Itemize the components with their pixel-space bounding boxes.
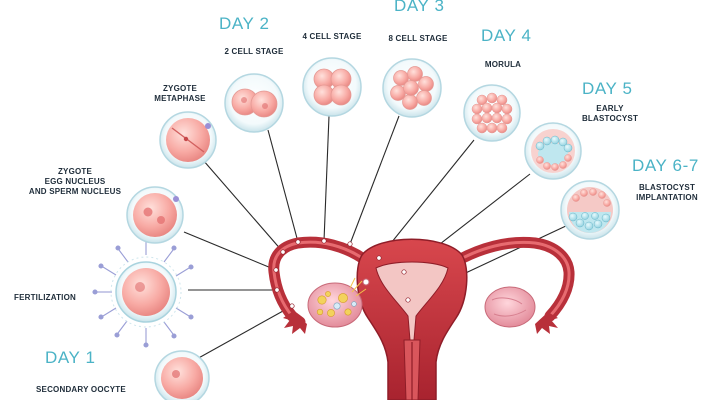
zygote-metaphase-label-line1: ZYGOTE — [162, 84, 198, 93]
fertilization-cell — [92, 235, 194, 348]
blastocyst-implantation-cell — [560, 180, 620, 240]
two-cell-stage-cell — [224, 73, 284, 133]
day-1-label: DAY 1 — [45, 348, 96, 367]
zygote-metaphase-label: ZYGOTE METAPHASE — [140, 84, 220, 104]
four-cell-stage-label: 4 CELL STAGE — [302, 32, 362, 41]
eight-cell-stage-label: 8 CELL STAGE — [388, 34, 448, 43]
day-4-label: DAY 4 — [481, 26, 532, 45]
uterus-illustration — [268, 236, 575, 400]
zygote-metaphase-label-line2: METAPHASE — [154, 94, 206, 103]
early-blastocyst-cell — [524, 122, 582, 180]
secondary-oocyte-label: SECONDARY OOCYTE — [36, 385, 126, 394]
zygote-metaphase-cell — [159, 111, 217, 169]
day-3-label: DAY 3 — [394, 0, 445, 15]
uterine-cavity — [375, 261, 449, 341]
day-5-label: DAY 5 — [582, 79, 633, 98]
ovulation-sparkle — [349, 277, 367, 297]
left-fimbriae — [283, 312, 307, 334]
four-cell-stage-cell — [302, 57, 362, 117]
blastocyst-implantation-label-line1: BLASTOCYST — [638, 183, 696, 192]
right-ovary — [484, 286, 536, 328]
zygote-pronuclei-label-line2: EGG NUCLEUS — [44, 177, 106, 186]
sperm-cells — [92, 235, 194, 348]
zygote-pronuclei-cell — [126, 186, 184, 244]
early-blastocyst-label-line2: BLASTOCYST — [581, 114, 639, 123]
morula-label: MORULA — [484, 60, 522, 69]
early-blastocyst-label-line1: EARLY — [596, 104, 624, 113]
right-fimbriae — [535, 312, 558, 334]
zygote-pronuclei-label: ZYGOTE EGG NUCLEUS AND SPERM NUCLEUS — [20, 167, 130, 197]
morula-cell — [463, 84, 521, 142]
ovary-follicles — [316, 291, 352, 317]
zygote-pronuclei-label-line1: ZYGOTE — [57, 167, 93, 176]
day-6-7-label: DAY 6-7 — [632, 156, 699, 175]
day-2-label: DAY 2 — [219, 14, 270, 33]
fertilization-label: FERTILIZATION — [14, 293, 76, 302]
two-cell-stage-label: 2 CELL STAGE — [224, 47, 284, 56]
eight-cell-stage-cell — [382, 58, 442, 118]
embryo-path-dots — [273, 238, 411, 309]
zygote-pronuclei-label-line3: AND SPERM NUCLEUS — [28, 187, 122, 196]
secondary-oocyte-cell — [154, 350, 210, 400]
early-blastocyst-label: EARLY BLASTOCYST — [570, 104, 650, 124]
blastocyst-implantation-label: BLASTOCYST IMPLANTATION — [627, 183, 707, 203]
blastocyst-implantation-label-line2: IMPLANTATION — [636, 193, 698, 202]
